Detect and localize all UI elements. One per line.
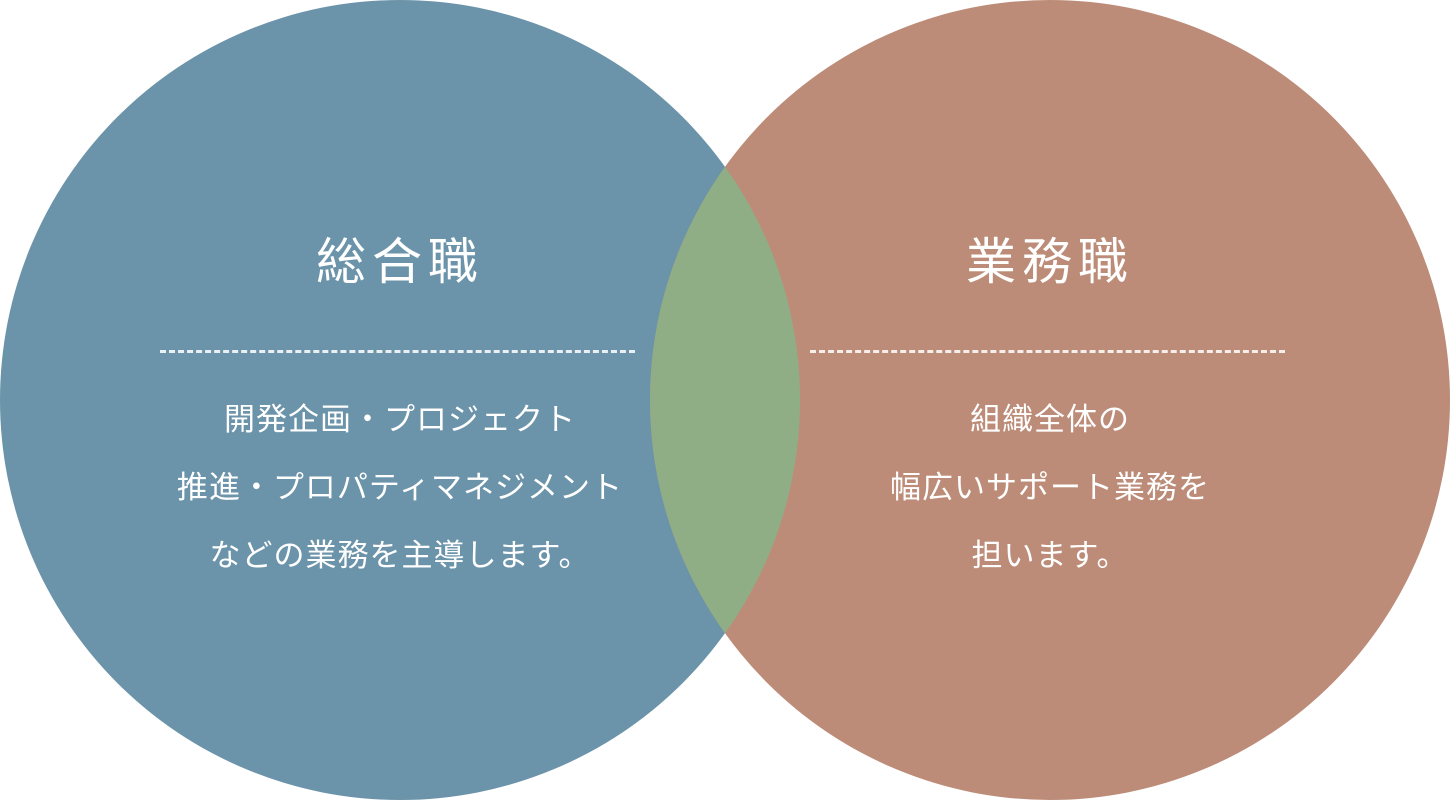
right-divider: [810, 350, 1285, 353]
general-track-circle: [0, 0, 800, 800]
desc-line: 幅広いサポート業務を: [890, 470, 1210, 506]
desc-line: 担います。: [971, 538, 1129, 574]
desc-line: 組織全体の: [970, 402, 1130, 438]
right-circle-title: 業務職: [966, 233, 1134, 291]
left-divider: [160, 350, 635, 353]
left-circle-title: 総合職: [316, 233, 484, 291]
clerical-track-circle: [650, 0, 1450, 800]
desc-line: などの業務を主導します。: [209, 538, 591, 574]
desc-line: 推進・プロパティマネジメント: [176, 470, 624, 506]
desc-line: 開発企画・プロジェクト: [224, 402, 576, 438]
right-circle-description: 組織全体の 幅広いサポート業務を 担います。: [790, 386, 1310, 590]
left-circle-description: 開発企画・プロジェクト 推進・プロパティマネジメント などの業務を主導します。: [140, 386, 660, 590]
